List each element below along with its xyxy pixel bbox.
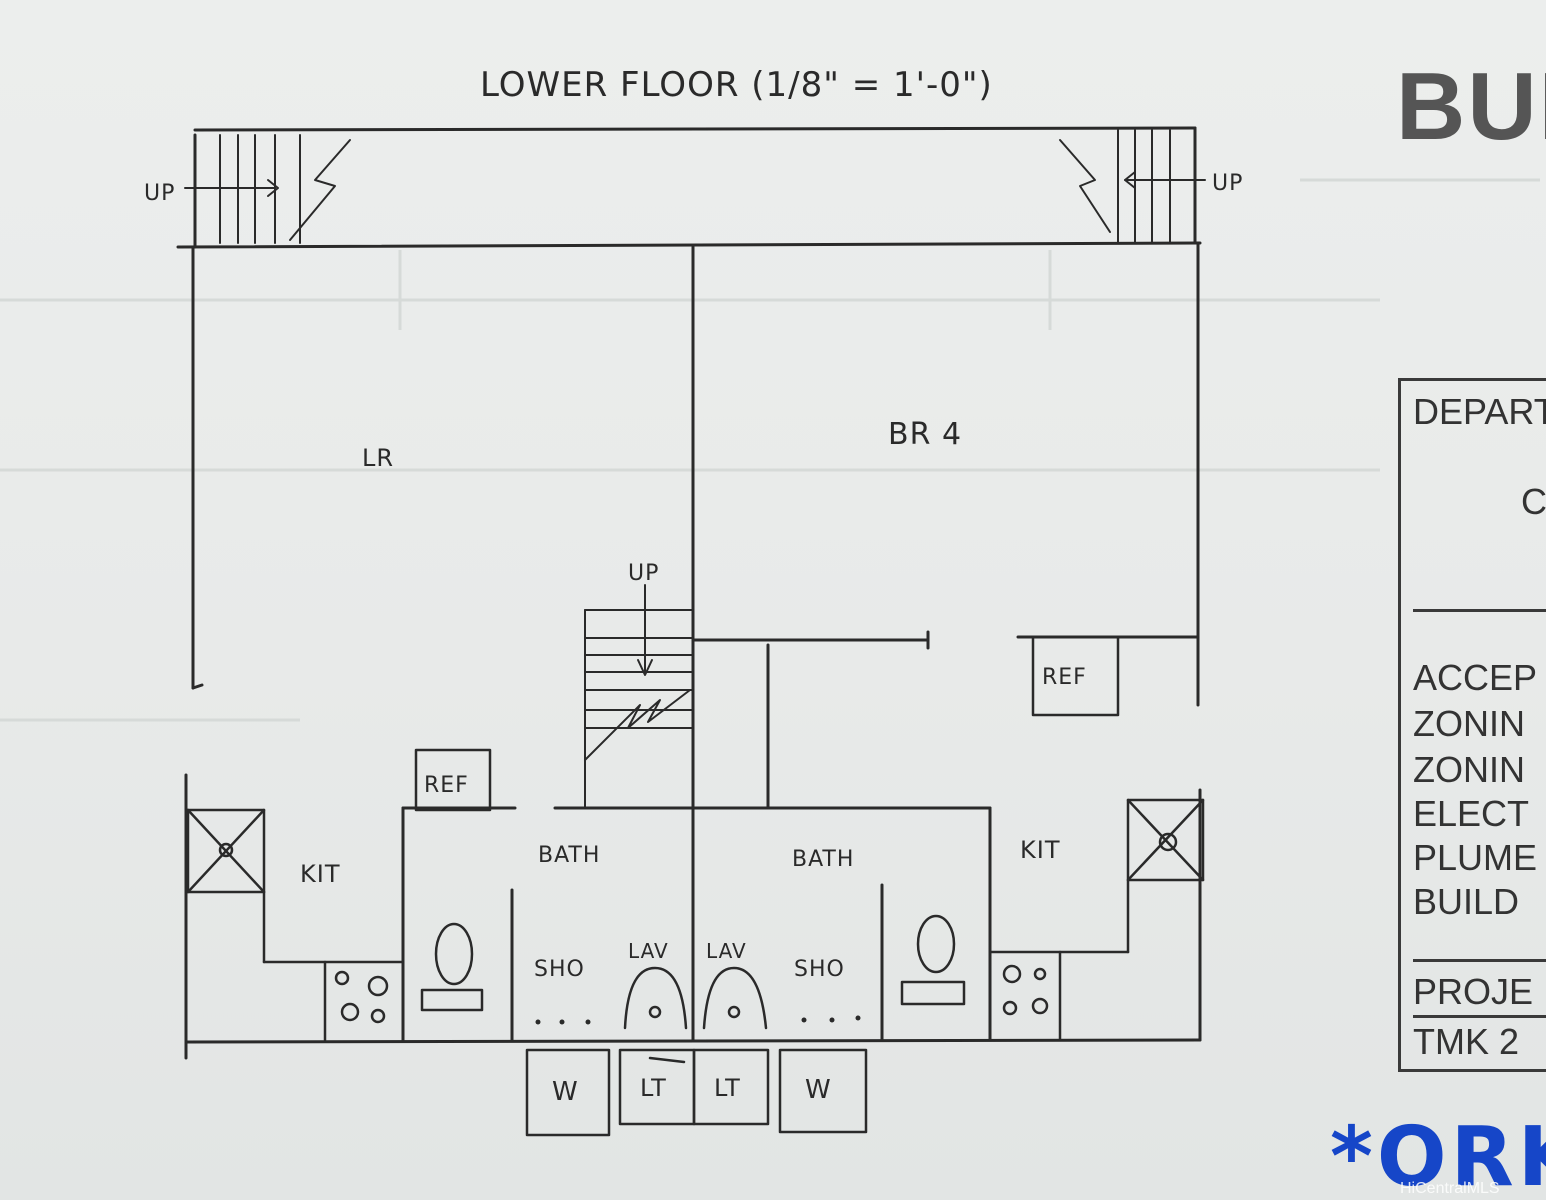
- stamp-line-tmk: TMK 2: [1413, 1021, 1520, 1062]
- stamp-line-electrical: ELECT: [1413, 793, 1530, 834]
- washer-left-label: W: [552, 1077, 579, 1107]
- washer-right-label: W: [805, 1075, 832, 1105]
- interior-walls: [401, 245, 1200, 1042]
- stamp-line-project: PROJE: [1413, 971, 1534, 1012]
- laundry-area: [525, 1048, 868, 1137]
- stair-right-label: UP: [1212, 171, 1243, 196]
- background-ghost-lines: [0, 178, 1540, 722]
- refrigerator-right: [1031, 635, 1120, 717]
- stamp-header: BUIL: [1396, 53, 1546, 160]
- stair-center: [584, 584, 694, 809]
- room-label-living: LR: [362, 444, 394, 472]
- room-label-bath-left: BATH: [538, 843, 600, 868]
- lav-right-label: LAV: [706, 939, 747, 963]
- stamp-line-plumbing: PLUME: [1413, 837, 1538, 878]
- laundry-tub-left-label: LT: [640, 1074, 667, 1102]
- lavatory-right: [702, 966, 768, 1030]
- stamp-divider: [1413, 609, 1546, 612]
- refrigerator-left: [414, 748, 492, 812]
- stamp-line-c: C: [1521, 481, 1546, 522]
- laundry-tub-right-label: LT: [714, 1074, 741, 1102]
- shower-left-label: SHO: [534, 957, 585, 982]
- approval-stamp: DEPART C ACCEP ZONIN ZONIN ELECT PLUME B…: [1398, 378, 1546, 1072]
- stair-right: [1059, 129, 1206, 244]
- plan-title: LOWER FLOOR (1/8" = 1'-0"): [480, 65, 993, 105]
- stamp-line-zoning-1: ZONIN: [1413, 703, 1525, 744]
- toilet-right: [900, 914, 966, 1006]
- stair-left: [184, 134, 351, 244]
- mls-watermark: HiCentralMLS: [1400, 1180, 1500, 1197]
- ref-right-label: REF: [1042, 665, 1087, 690]
- room-label-bedroom: BR 4: [888, 417, 962, 452]
- toilet-left: [420, 922, 484, 1012]
- stair-center-label: UP: [628, 561, 659, 586]
- lav-left-label: LAV: [628, 939, 669, 963]
- stair-left-label: UP: [144, 181, 175, 206]
- room-label-kitchen-right: KIT: [1020, 836, 1060, 864]
- lavatory-left: [623, 966, 688, 1030]
- blue-marker-annotation: *ORK: [1330, 1110, 1546, 1200]
- stamp-line-accepted: ACCEP: [1413, 657, 1538, 698]
- stamp-line-building: BUILD: [1413, 881, 1520, 922]
- stamp-line-department: DEPART: [1413, 391, 1546, 432]
- ref-left-label: REF: [424, 773, 469, 798]
- stamp-line-zoning-2: ZONIN: [1413, 749, 1525, 790]
- shower-right-label: SHO: [794, 957, 845, 982]
- kitchen-right-counter: [988, 798, 1205, 1042]
- stamp-divider-lower: [1413, 959, 1546, 962]
- stamp-divider-tmk: [1413, 1015, 1546, 1018]
- exterior-walls: [176, 126, 1202, 1060]
- room-label-bath-right: BATH: [792, 847, 854, 872]
- room-label-kitchen-left: KIT: [300, 860, 340, 888]
- shower-drain-dots: [535, 1015, 861, 1025]
- kitchen-left-counter: [186, 808, 405, 1042]
